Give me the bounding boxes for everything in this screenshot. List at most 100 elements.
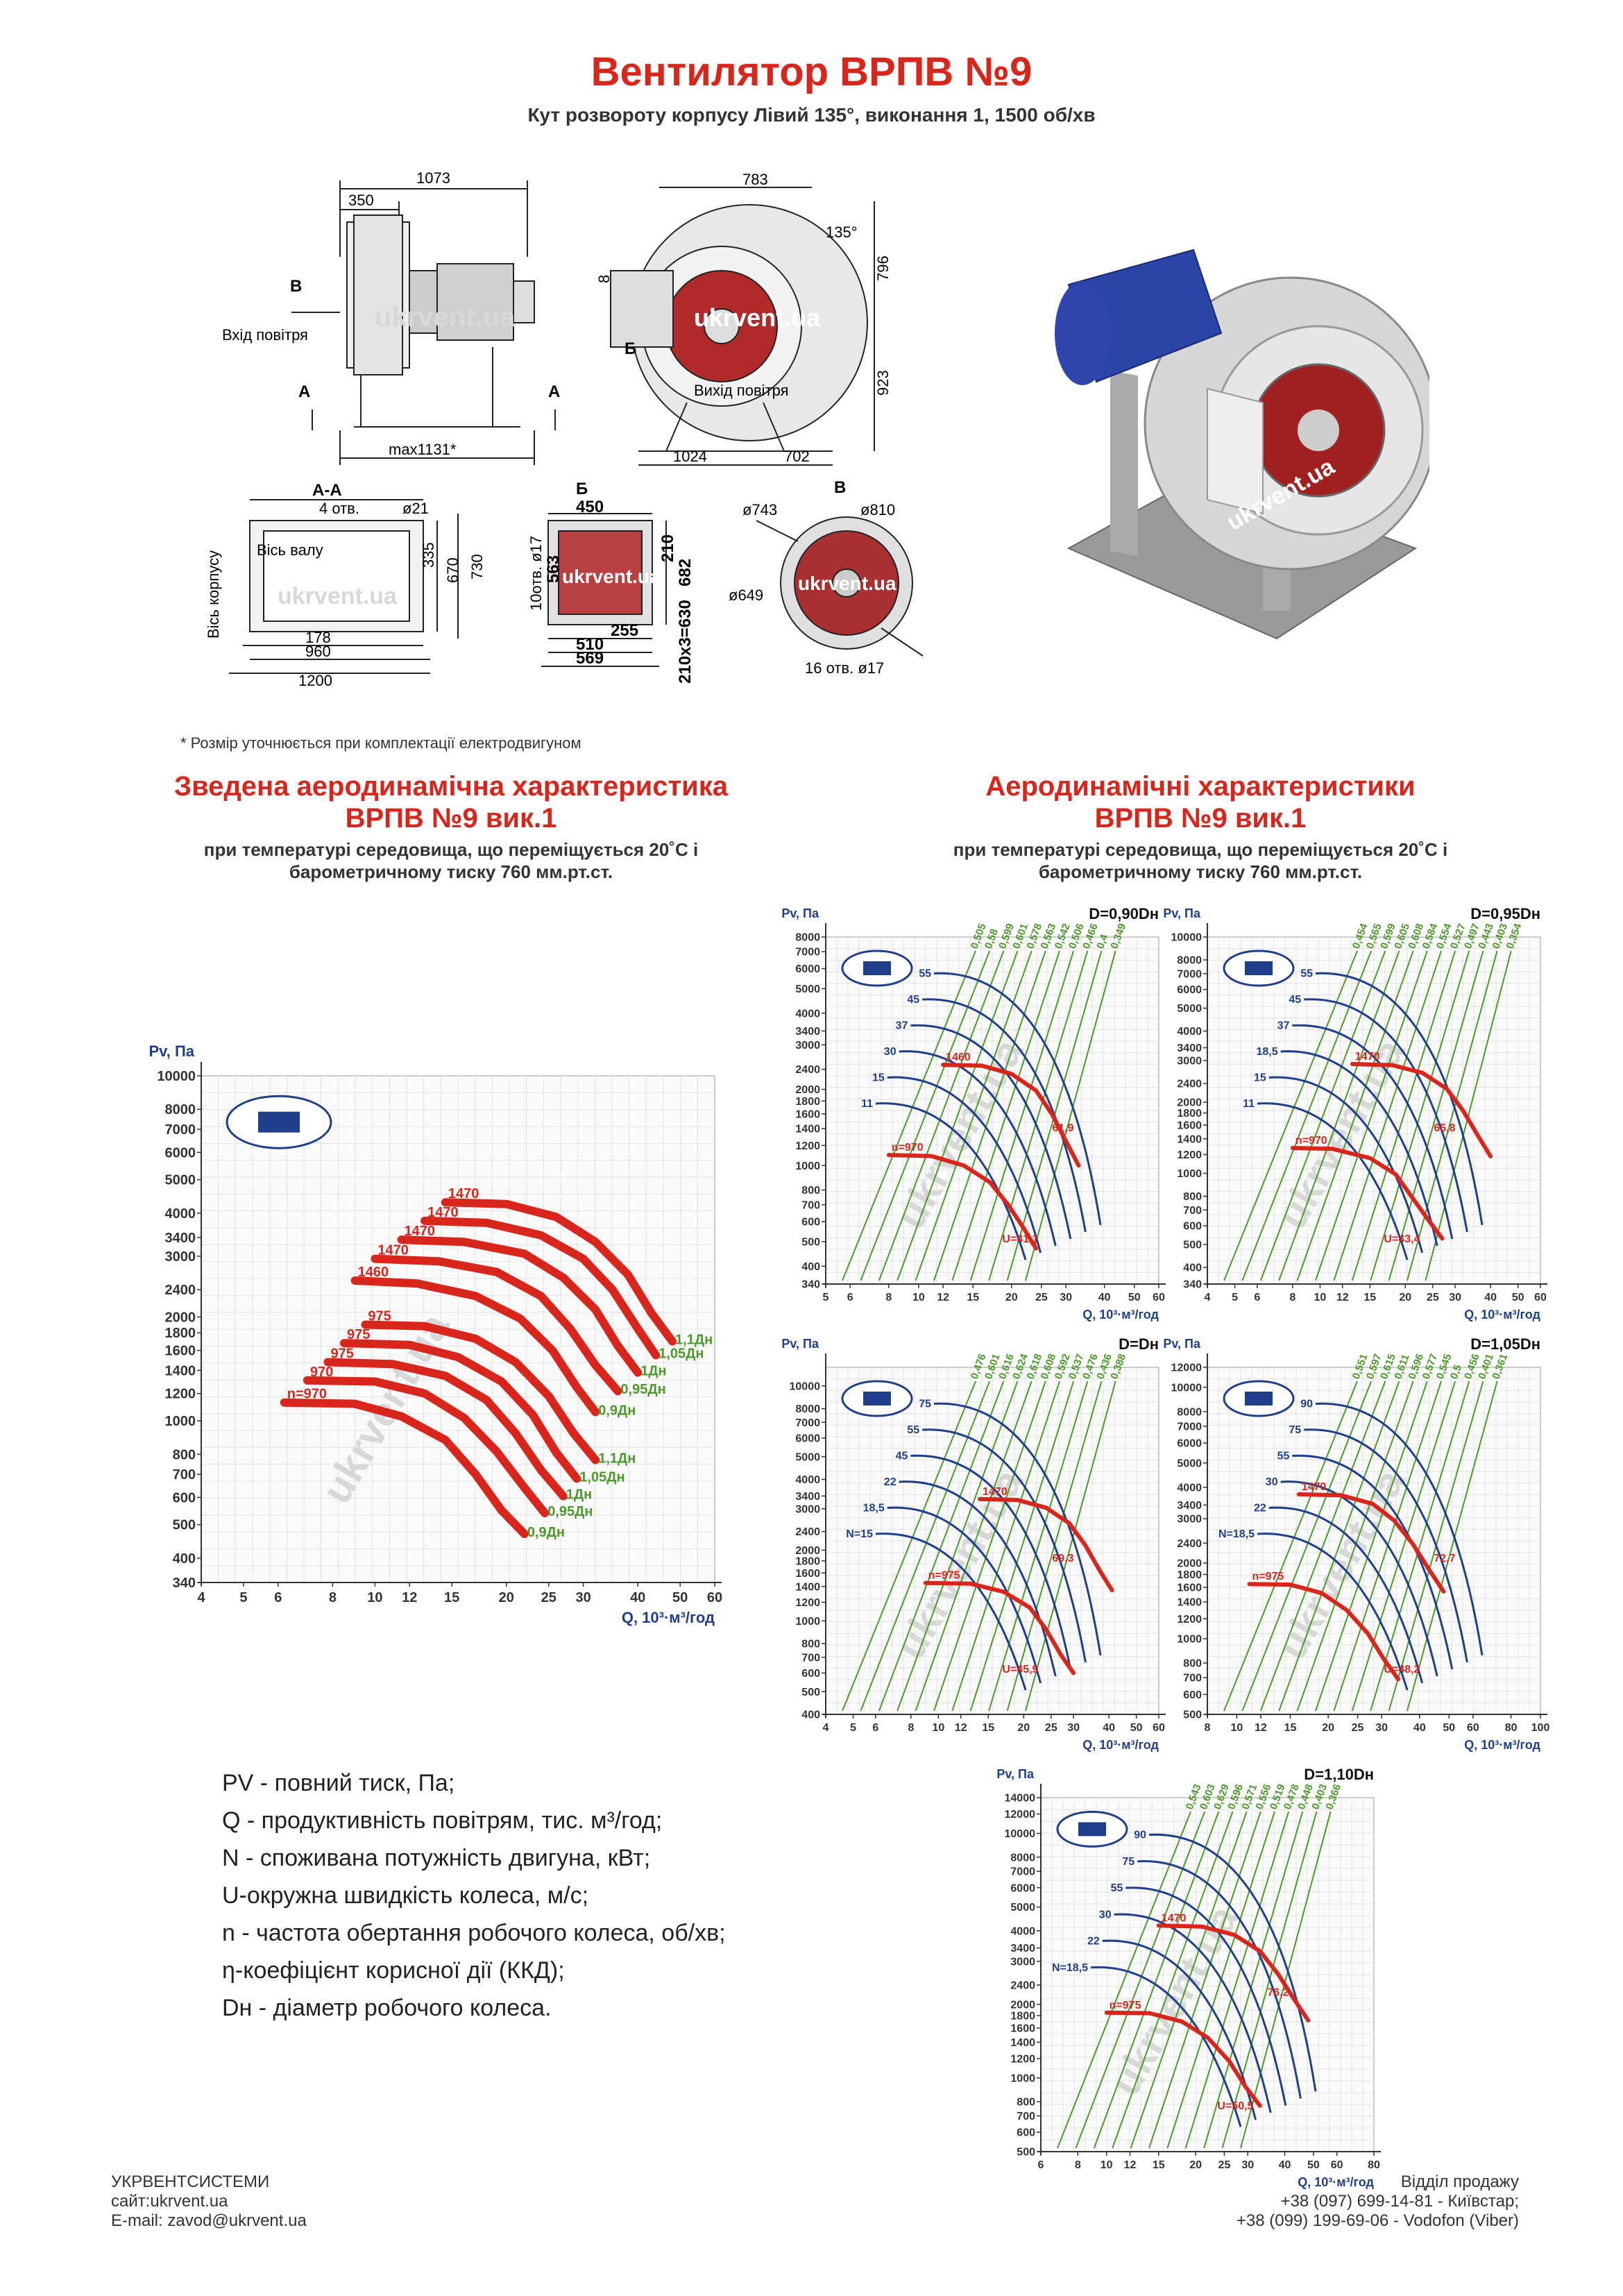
series-rpm-label: n=970 <box>1295 1135 1327 1147</box>
footer-phone1[interactable]: +38 (097) 699-14-81 - Київстар; <box>1280 2192 1519 2211</box>
power-curve <box>1148 1833 1317 2092</box>
dim-510: 510 <box>576 635 604 654</box>
efficiency-ray <box>1075 1811 1206 2149</box>
dim-563: 563 <box>544 555 563 583</box>
efficiency-ray <box>1315 950 1428 1281</box>
flange-b-watermark: ukrvent.ua <box>562 566 661 587</box>
series-diameter-label: 1,05Дн <box>579 1469 624 1485</box>
y-tick-label: 600 <box>801 1217 820 1229</box>
y-tick-label: 800 <box>801 1639 820 1651</box>
power-curve <box>922 1428 1087 1663</box>
series-line <box>340 1339 581 1483</box>
dim-135-angle: 135° <box>826 223 858 241</box>
efficiency-ray <box>915 950 1033 1281</box>
y-tick-label: 500 <box>1017 2147 1035 2159</box>
flange-v-title: В <box>834 479 846 497</box>
x-tick-label: 6 <box>274 1590 282 1605</box>
y-tick-label: 3000 <box>165 1249 196 1265</box>
x-tick-label: 15 <box>1153 2159 1165 2171</box>
x-tick-label: 20 <box>499 1590 514 1605</box>
y-tick-label: 1400 <box>1010 2037 1035 2049</box>
y-tick-label: 5000 <box>795 1451 820 1463</box>
x-tick-label: 15 <box>967 1292 979 1303</box>
y-tick-label: 7000 <box>795 947 820 959</box>
chart-d105: 5006007008001000120014001600180020002400… <box>1163 1335 1550 1752</box>
power-label: 55 <box>919 968 931 980</box>
x-tick-label: 15 <box>1284 1722 1297 1734</box>
efficiency-ray <box>969 1381 1075 1712</box>
y-tick-label: 2400 <box>1177 1538 1202 1550</box>
y-tick-label: 1400 <box>1177 1133 1202 1145</box>
y-tick-label: 7000 <box>165 1122 196 1138</box>
x-tick-label: 40 <box>1413 1722 1426 1734</box>
x-tick-label: 12 <box>402 1590 417 1605</box>
summary-title-2: ВРПВ №9 вик.1 <box>345 803 557 834</box>
x-tick-label: 100 <box>1531 1722 1550 1734</box>
speed-label: U=43,4 <box>1384 1233 1420 1245</box>
efficiency-ray <box>915 1381 1033 1712</box>
dim-649: ø649 <box>729 586 763 604</box>
y-tick-label: 1800 <box>1177 1108 1202 1120</box>
power-curve <box>1125 1886 1287 2106</box>
page-subtitle: Кут розвороту корпусу Лівий 135°, викона… <box>527 104 1096 126</box>
flange-v-watermark: ukrvent.ua <box>798 573 897 594</box>
x-tick-label: 8 <box>1289 1292 1295 1303</box>
page-title: Вентилятор ВРПВ №9 <box>590 49 1033 94</box>
y-tick-label: 10000 <box>1171 932 1203 944</box>
x-tick-label: 50 <box>1443 1722 1455 1734</box>
power-label: 18,5 <box>1256 1046 1277 1058</box>
y-tick-label: 500 <box>173 1518 196 1533</box>
x-tick-label: 40 <box>1279 2159 1291 2171</box>
chart-title: D=0,90Dн <box>1089 905 1159 922</box>
y-tick-label: 4000 <box>1177 1026 1202 1038</box>
power-label: 55 <box>1300 968 1313 980</box>
fan-photo: ukrvent.ua <box>1055 248 1429 640</box>
series-line <box>1156 1923 1311 2023</box>
y-axis-label: Pv, Па <box>781 906 819 920</box>
y-tick-label: 1800 <box>795 1096 820 1108</box>
efficiency-ray <box>1093 1811 1220 2149</box>
efficiency-ray <box>1130 1811 1248 2149</box>
y-tick-label: 8000 <box>1177 955 1202 967</box>
chart-title: D=0,95Dн <box>1470 905 1540 922</box>
footer-left: УКРВЕНТСИСТЕМИ сайт:ukrvent.ua E-mail: z… <box>111 2172 307 2231</box>
power-label: 45 <box>1289 994 1301 1006</box>
footer-site[interactable]: сайт:ukrvent.ua <box>111 2192 228 2211</box>
series-rpm-label: n=975 <box>1252 1571 1284 1582</box>
footer-phone2[interactable]: +38 (099) 199-69-06 - Vodofon (Viber) <box>1236 2211 1519 2230</box>
section-aa-title: А-А <box>312 481 342 500</box>
series-diameter-label: 1,1Дн <box>675 1333 713 1348</box>
x-tick-label: 10 <box>912 1292 925 1303</box>
y-tick-label: 800 <box>1017 2097 1035 2109</box>
series-line <box>941 1063 1081 1168</box>
dim-730: 730 <box>468 554 486 580</box>
y-axis-label: Pv, Па <box>1163 906 1201 920</box>
x-axis-label: Q, 10³·м³/год <box>1082 1738 1159 1752</box>
side-watermark: ukrvent.ua <box>375 302 516 332</box>
x-axis-label: Q, 10³·м³/год <box>1298 2175 1374 2189</box>
dim-1024: 1024 <box>673 448 707 465</box>
x-tick-label: 10 <box>1101 2159 1113 2171</box>
series-rpm-label: 1460 <box>946 1052 971 1063</box>
efficiency-ray <box>1184 1811 1290 2149</box>
footer-email[interactable]: E-mail: zavod@ukrvent.ua <box>111 2211 307 2230</box>
efficiency-ray <box>933 950 1046 1281</box>
series-rpm-label: 975 <box>330 1346 353 1361</box>
efficiency-ray <box>878 1381 1005 1712</box>
y-tick-label: 1000 <box>795 1616 820 1628</box>
summary-title-1: Зведена аеродинамічна характеристика <box>174 771 728 802</box>
y-tick-label: 8000 <box>795 932 820 944</box>
legend-u: U-окружна швидкість колеса, м/с; <box>222 1882 589 1909</box>
y-tick-label: 600 <box>801 1668 820 1680</box>
speed-label: U=50,5 <box>1217 2100 1253 2112</box>
efficiency-ray <box>933 1381 1046 1712</box>
series-rpm-label: 1470 <box>983 1486 1008 1498</box>
series-rpm-label: 1470 <box>377 1243 409 1258</box>
efficiency-ray <box>1259 950 1386 1281</box>
footnote: * Розмір уточнюється при комплектації ел… <box>180 734 581 752</box>
x-tick-label: 30 <box>575 1590 590 1605</box>
dim-8: 8 <box>597 275 613 283</box>
efficiency-ray <box>1370 1381 1470 1712</box>
x-tick-label: 12 <box>1336 1292 1349 1303</box>
x-tick-label: 60 <box>1153 1292 1165 1303</box>
